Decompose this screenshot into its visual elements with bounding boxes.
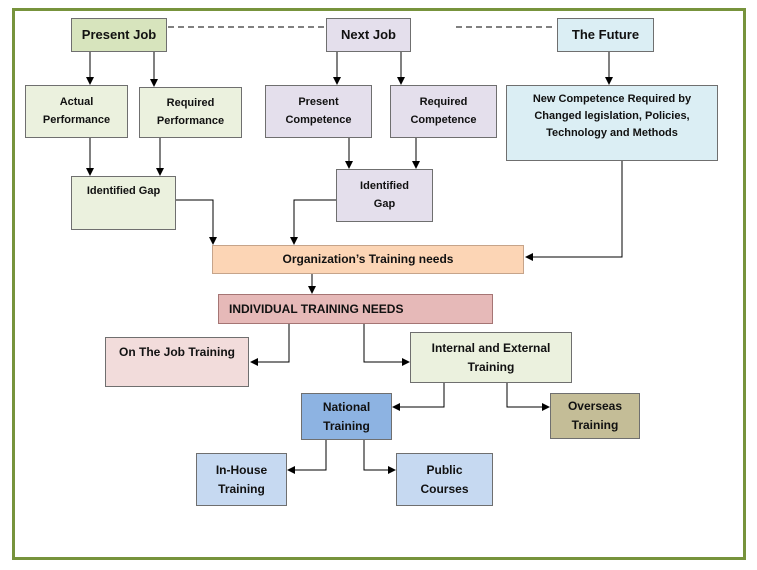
actual-performance-line2: Performance — [42, 113, 111, 126]
arrow-intext-national — [392, 383, 445, 411]
arrow-newcomp-org — [525, 161, 623, 261]
national-training-box: National Training — [301, 393, 392, 440]
internal-external-line2: Training — [467, 359, 515, 374]
overseas-training-line1: Overseas — [567, 399, 623, 414]
required-competence-line1: Required — [419, 96, 468, 109]
arrow-individual-onjob — [250, 324, 290, 366]
arrow-gap2-org — [290, 199, 336, 245]
actual-performance-line1: Actual — [59, 96, 94, 109]
arrow-gap1-org — [176, 199, 217, 245]
present-competence-line1: Present — [298, 96, 339, 109]
present-competence-line2: Competence — [285, 113, 352, 126]
identified-gap-competence-line2: Gap — [373, 197, 396, 210]
in-house-training-box: In-House Training — [196, 453, 287, 506]
the-future-box: The Future — [557, 18, 654, 52]
arrow-individual-intext — [363, 324, 410, 366]
next-job-label: Next Job — [341, 26, 396, 42]
identified-gap-performance-box: Identified Gap — [71, 176, 176, 230]
overseas-training-box: Overseas Training — [550, 393, 640, 439]
the-future-label: The Future — [571, 26, 640, 42]
overseas-training-line2: Training — [571, 418, 619, 432]
arrow-national-public — [363, 440, 396, 474]
organization-training-needs-box: Organization’s Training needs — [212, 245, 524, 274]
internal-external-training-box: Internal and External Training — [410, 332, 572, 383]
identified-gap-competence-box: Identified Gap — [336, 169, 433, 222]
required-performance-box: Required Performance — [139, 87, 242, 138]
diagram-frame — [12, 8, 746, 560]
individual-training-needs-box: INDIVIDUAL TRAINING NEEDS — [218, 294, 493, 324]
internal-external-line1: Internal and External — [431, 340, 551, 355]
arrow-national-inhouse — [287, 440, 327, 474]
required-competence-box: Required Competence — [390, 85, 497, 138]
required-competence-line2: Competence — [410, 113, 477, 126]
public-courses-line2: Courses — [420, 481, 469, 496]
present-job-box: Present Job — [71, 18, 167, 52]
required-performance-line1: Required — [166, 97, 215, 110]
new-competence-box: New Competence Required by Changed legis… — [506, 85, 718, 161]
next-job-box: Next Job — [326, 18, 411, 52]
new-competence-line1: New Competence Required by — [532, 93, 692, 105]
national-training-line1: National — [322, 399, 371, 414]
in-house-training-line1: In-House — [215, 462, 268, 477]
actual-performance-box: Actual Performance — [25, 85, 128, 138]
arrow-intext-overseas — [506, 383, 550, 411]
public-courses-line1: Public — [426, 462, 463, 477]
on-the-job-training-label: On The Job Training — [118, 345, 235, 359]
on-the-job-training-box: On The Job Training — [105, 337, 249, 387]
individual-training-needs-label: INDIVIDUAL TRAINING NEEDS — [229, 301, 404, 316]
present-job-label: Present Job — [81, 26, 157, 42]
in-house-training-line2: Training — [218, 481, 265, 496]
public-courses-box: Public Courses — [396, 453, 493, 506]
identified-gap-performance-label: Identified Gap — [86, 185, 161, 197]
organization-training-needs-label: Organization’s Training needs — [282, 252, 454, 267]
identified-gap-competence-line1: Identified — [360, 180, 409, 193]
present-competence-box: Present Competence — [265, 85, 372, 138]
national-training-line2: Training — [323, 418, 370, 433]
new-competence-line3: Technology and Methods — [546, 127, 678, 140]
new-competence-line2: Changed legislation, Policies, — [534, 110, 690, 123]
required-performance-line2: Performance — [156, 114, 225, 127]
